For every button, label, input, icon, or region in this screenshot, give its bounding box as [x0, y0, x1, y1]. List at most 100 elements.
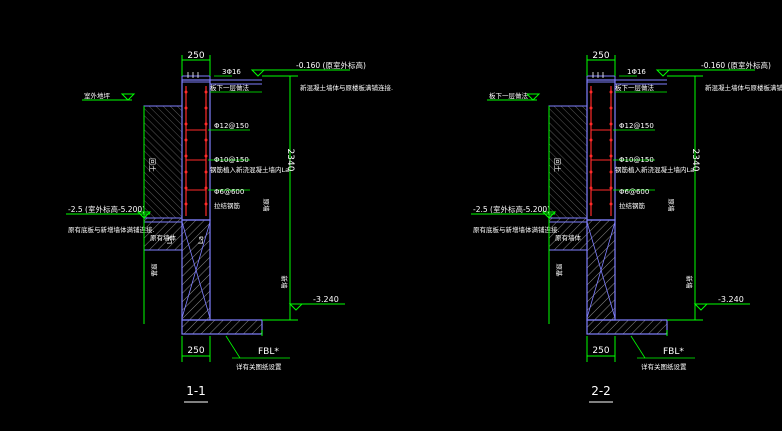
fbl-note: 详有关图纸设置	[641, 362, 687, 371]
rebar-dot	[589, 154, 593, 158]
base-label: 原基	[150, 264, 159, 278]
fbl-label: FBL*	[258, 347, 279, 357]
soil-label: 回土	[148, 158, 157, 172]
left-note: 板下一层做法	[489, 91, 529, 100]
rebar-3-note: 拉结钢筋	[619, 201, 646, 210]
lap-label: La	[166, 236, 174, 244]
rebar-2-note: 钢筋植入新浇混凝土墙内La	[210, 165, 289, 174]
left-note: 室外地坪	[84, 91, 111, 100]
rebar-dot	[204, 202, 208, 206]
soil-label: 回土	[553, 158, 562, 172]
rebar-1-label: Φ12@150	[214, 122, 249, 130]
right-label-1: 原墙	[262, 199, 271, 213]
rebar-dot	[589, 106, 593, 110]
top-cap	[586, 75, 616, 83]
fbl-label: FBL*	[663, 347, 684, 357]
rebar-3-note: 拉结钢筋	[214, 201, 241, 210]
top-width-label: 250	[187, 51, 204, 61]
bottom-elevation-label: -3.240	[718, 295, 744, 304]
section-1-1: 250 250 2340 -0.160 (原室外标高) -3.240 -2.5 (室外标高…	[66, 51, 393, 403]
rebar-dot	[589, 202, 593, 206]
rebar-dot	[204, 154, 208, 158]
slab-note: 板下一层做法	[615, 83, 655, 92]
top-elevation-label: -0.160 (原室外标高)	[701, 60, 771, 70]
top-width-label: 250	[592, 51, 609, 61]
rebar-dot	[589, 90, 593, 94]
ground-marker	[525, 93, 541, 101]
bottom-elevation-label: -3.240	[313, 295, 339, 304]
rebar-dot	[204, 106, 208, 110]
mid-note: 原有底板与新增墙体满铺连接.	[68, 225, 155, 234]
rebar-2-label: Φ10@150	[619, 156, 654, 164]
elev-marker-top	[250, 69, 266, 77]
rebar-dot	[184, 138, 188, 142]
top-note: 新混凝土墙体与原楼板满铺连接.	[300, 83, 393, 92]
rebar-dot	[184, 170, 188, 174]
rebar-dot	[204, 90, 208, 94]
rebar-dot	[204, 138, 208, 142]
rebar-1-label: Φ12@150	[619, 122, 654, 130]
rebar-3-label: Φ6@600	[214, 188, 244, 196]
existing-wall-note: 原有墙体	[555, 233, 582, 242]
elev-marker-bottom	[693, 303, 709, 311]
rebar-dot	[609, 90, 613, 94]
existing-wall-hatch	[143, 105, 183, 219]
bottom-width-label: 250	[187, 346, 204, 356]
top-elevation-label: -0.160 (原室外标高)	[296, 60, 366, 70]
bottom-slab	[586, 319, 668, 335]
rebar-dot	[609, 122, 613, 126]
right-label-2: 新墙	[280, 276, 289, 290]
slab-note: 板下一层做法	[210, 83, 250, 92]
anchor-label: La	[197, 236, 205, 244]
mid-note: 原有底板与新增墙体满铺连接.	[473, 225, 560, 234]
top-bar-label: 3Φ16	[222, 68, 241, 76]
rebar-dot	[184, 122, 188, 126]
rebar-dot	[204, 186, 208, 190]
rebar-dot	[589, 170, 593, 174]
rebar-dot	[184, 186, 188, 190]
rebar-2-note: 钢筋植入新浇混凝土墙内La	[615, 165, 694, 174]
height-dim-label: 2340	[690, 149, 700, 172]
bottom-width-label: 250	[592, 346, 609, 356]
section-group: 250 250 2340 -0.160 (原室外标高) -3.240 -2.5 (室外标高…	[66, 51, 393, 403]
fbl-leader	[225, 335, 241, 359]
top-bar-label: 1Φ16	[627, 68, 646, 76]
diagonal-brace	[586, 221, 616, 319]
diagonal-brace	[181, 221, 211, 319]
top-cap	[181, 75, 211, 83]
rebar-dot	[609, 106, 613, 110]
section-group: 250 250 2340 -0.160 (原室外标高) -3.240 -2.5 (室外标高…	[471, 51, 782, 403]
mid-elevation-label: -2.5 (室外标高-5.200)	[473, 204, 550, 214]
rebar-dot	[589, 138, 593, 142]
rebar-dot	[184, 154, 188, 158]
mid-elevation-label: -2.5 (室外标高-5.200)	[68, 204, 145, 214]
fbl-leader	[630, 335, 646, 359]
rebar-dot	[609, 202, 613, 206]
rebar-dot	[609, 138, 613, 142]
rebar-2-label: Φ10@150	[214, 156, 249, 164]
bottom-slab	[181, 319, 263, 335]
section-2-2: 250 250 2340 -0.160 (原室外标高) -3.240 -2.5 (室外标高…	[471, 51, 782, 403]
rebar-dot	[589, 122, 593, 126]
rebar-dot	[609, 154, 613, 158]
top-note: 新混凝土墙体与原楼板满铺连接.	[705, 83, 782, 92]
existing-wall-note: 原有墙体	[150, 233, 177, 242]
rebar-dot	[184, 106, 188, 110]
elev-marker-bottom	[288, 303, 304, 311]
rebar-dot	[184, 202, 188, 206]
rebar-dot	[204, 122, 208, 126]
rebar-dot	[184, 90, 188, 94]
rebar-3-label: Φ6@600	[619, 188, 649, 196]
height-dim-label: 2340	[285, 149, 295, 172]
fbl-note: 详有关图纸设置	[236, 362, 282, 371]
section-title: 2-2	[591, 384, 611, 398]
rebar-dot	[589, 186, 593, 190]
elev-marker-top	[655, 69, 671, 77]
right-label-1: 原墙	[667, 199, 676, 213]
rebar-dot	[609, 170, 613, 174]
rebar-dot	[204, 170, 208, 174]
ground-marker	[120, 93, 136, 101]
section-title: 1-1	[186, 384, 206, 398]
